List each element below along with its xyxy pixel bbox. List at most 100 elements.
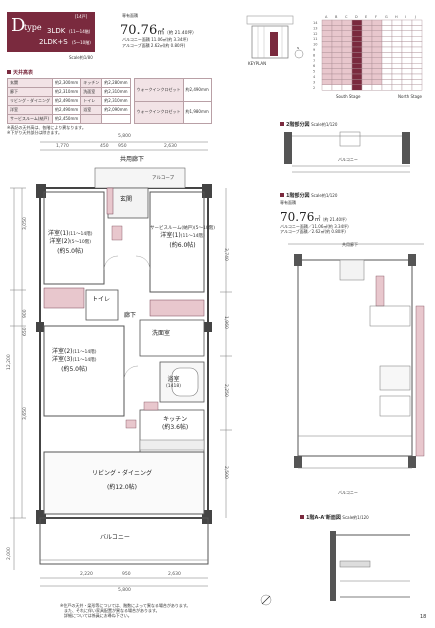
ceiling-title-mark (7, 70, 11, 74)
floor-cell (381, 68, 393, 75)
floor-cell (341, 52, 353, 59)
section-1f-area-tsubo: （約 21.40坪） (320, 216, 350, 222)
floor-cell (371, 41, 383, 48)
floor-cell (361, 73, 373, 80)
section-1f-balcony: バルコニー面積／11.06㎡(約 3.34坪) (280, 223, 349, 229)
ceiling-extra1-label: ウォークインクロゼット (133, 78, 184, 102)
floor-cell (411, 19, 423, 26)
keyplan-title: KEYPLAN (248, 61, 267, 66)
area-tsubo: （約 21.40坪） (164, 31, 197, 36)
floor-row-header: 11 (313, 37, 317, 41)
floor-cell (411, 46, 423, 53)
floor-col-header: C (345, 15, 348, 19)
dim-right-2: 1,960 (223, 316, 228, 329)
floor-cell (361, 52, 373, 59)
floor-cell (361, 79, 373, 86)
plan-scale: Scale約1/80 (69, 55, 93, 60)
floor-col-header: F (375, 15, 377, 19)
ceiling-cell-room2: キッチン (80, 78, 103, 88)
floor-cell (371, 52, 383, 59)
floor-cell (411, 84, 423, 91)
floor-cell (351, 63, 363, 69)
floor-cell (401, 19, 413, 26)
section-1f-area: 70.76㎡（約 21.40坪） (280, 206, 432, 225)
floor-cell (381, 46, 393, 53)
section-aa-mark (300, 515, 304, 519)
section-2f-balcony: バルコニー (338, 157, 358, 162)
layout-main: 3LDK (47, 27, 66, 35)
type-letter: D (11, 15, 26, 36)
layout-alt-floors: (5～10階) (72, 40, 91, 45)
floor-cell (351, 73, 363, 80)
section-2f-scale: Scale約1/120 (311, 122, 338, 127)
area-label: 専有面積 (122, 13, 138, 18)
floor-cell (351, 30, 363, 37)
kitchen-label-group: キッチン (約3.6帖) (162, 416, 188, 432)
floor-cell (401, 63, 413, 69)
floor-cell (361, 68, 373, 75)
floor-cell (411, 57, 423, 64)
dim-top-2: 450 (100, 144, 109, 149)
svg-text:N: N (297, 46, 299, 50)
toilet-label: トイレ (92, 296, 111, 303)
type-badge: D type [14戸] 3LDK (11～14階) 2LDK+S (5～10階… (7, 12, 95, 52)
alcove-label: アルコーブ (152, 176, 175, 181)
floor-cell (411, 52, 423, 59)
floor-cell (331, 41, 343, 48)
section-1f-area-label: 専有面積 (280, 200, 296, 205)
floor-cell (351, 68, 363, 75)
floor-row-header: 4 (313, 75, 316, 79)
section-1f-area-unit: ㎡ (314, 215, 321, 223)
floor-cell (321, 79, 333, 86)
kitchen-name: キッチン (163, 416, 188, 423)
floor-cell (401, 79, 413, 86)
floor-cell (381, 52, 393, 59)
ceiling-cell-value: 約2,490mm (51, 96, 82, 106)
dim-left-1: 3,050 (23, 217, 28, 230)
floor-row-header: 13 (313, 26, 317, 30)
floor-cell (381, 25, 393, 31)
ceiling-cell-room: サービスルーム(納戸) (7, 114, 53, 124)
floor-col-header: J (414, 15, 416, 19)
dim-bottom-3: 2,630 (168, 572, 181, 577)
layout-alt: 2LDK+S (39, 38, 68, 46)
floor-cell (341, 79, 353, 86)
floor-cell (331, 25, 343, 31)
section-1f-corridor: 共用廊下 (342, 242, 358, 247)
floor-cell (401, 41, 413, 48)
floor-cell (391, 73, 403, 80)
entrance-label: 玄関 (120, 196, 133, 203)
floor-cell (401, 68, 413, 75)
floor-row-header: 14 (313, 21, 318, 25)
floor-cell (331, 84, 343, 91)
floor-cell (361, 30, 373, 37)
floor-cell (331, 79, 343, 86)
floor-cell (341, 57, 353, 64)
floor-cell (331, 19, 343, 26)
living-label-group: リビング・ダイニング (約12.0帖) (92, 470, 152, 492)
floor-cell (321, 46, 333, 53)
room3-name: 洋室(2) (52, 348, 73, 355)
alcove-label: アルコーブ面積 (122, 43, 150, 48)
type-word: type (24, 23, 42, 32)
corridor-label: 共用廊下 (120, 156, 145, 163)
main-floor-plan: 5,800 1,770 450 950 2,630 共用廊下 アルコーブ 玄関 … (0, 130, 275, 610)
floor-cell (391, 46, 403, 53)
floor-cell (381, 79, 393, 86)
floor-cell (371, 57, 383, 64)
floor-cell (401, 57, 413, 64)
floor-cell (381, 57, 393, 64)
floor-cell (341, 30, 353, 37)
floor-cell (401, 30, 413, 37)
dim-top-1: 1,770 (56, 144, 69, 149)
section-1f-balcony-label: バルコニー (338, 490, 358, 495)
floor-cell (361, 25, 373, 31)
service-room-sub: (11～14階) (180, 233, 205, 239)
section-1f-area-value: 70.76 (280, 209, 315, 224)
